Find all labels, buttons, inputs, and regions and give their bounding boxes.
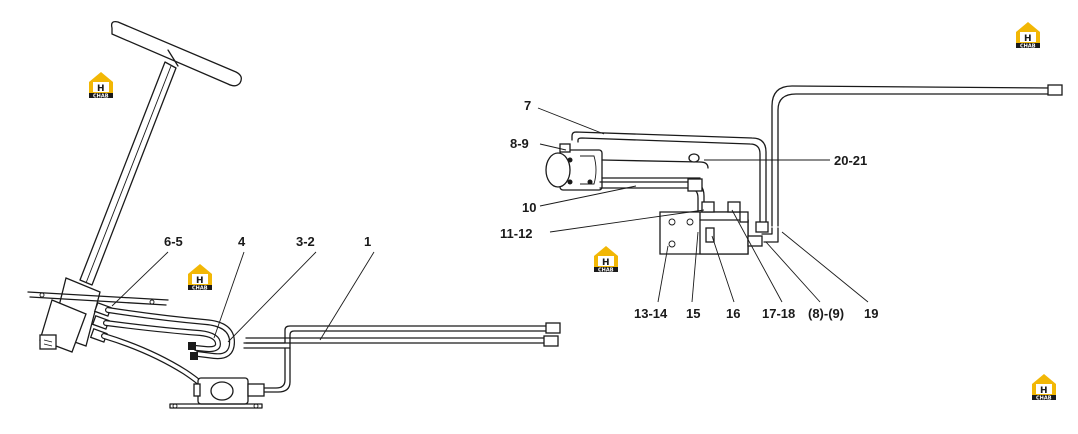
svg-text:H: H: [196, 276, 204, 286]
leaders-left: [111, 251, 375, 343]
label-11-12: 11-12: [500, 226, 533, 241]
tube-line-7: [571, 131, 769, 233]
priority-valve: [169, 377, 265, 409]
label-17-18: 17-18: [762, 306, 795, 321]
svg-text:H: H: [97, 84, 105, 94]
svg-text:CHAB: CHAB: [192, 286, 208, 292]
svg-text:CHAB: CHAB: [1036, 396, 1052, 402]
svg-text:CHAB: CHAB: [1020, 44, 1036, 50]
label-19: 19: [864, 306, 878, 321]
label-8-9-ref: (8)-(9): [808, 306, 844, 321]
label-7: 7: [524, 98, 531, 113]
tube-line-1: [243, 322, 561, 393]
svg-text:CHAB: CHAB: [598, 268, 614, 274]
steering-unit: [27, 277, 169, 353]
label-20-21: 20-21: [834, 153, 867, 168]
svg-text:H: H: [1040, 386, 1048, 396]
label-15: 15: [686, 306, 700, 321]
label-10: 10: [522, 200, 536, 215]
cylinder: [545, 143, 709, 191]
leaders-right: [537, 107, 869, 303]
svg-text:H: H: [602, 258, 610, 268]
svg-text:CHAB: CHAB: [93, 94, 109, 100]
label-13-14: 13-14: [634, 306, 668, 321]
label-16: 16: [726, 306, 740, 321]
label-3-2: 3-2: [296, 234, 315, 249]
logo-watermark-4: H CHAB: [1016, 22, 1040, 50]
label-6-5: 6-5: [164, 234, 183, 249]
logo-watermark-5: H CHAB: [1032, 374, 1056, 402]
svg-text:H: H: [1024, 34, 1032, 44]
logo-watermark-3: H CHAB: [594, 246, 618, 274]
steering-wheel: [79, 20, 242, 286]
label-1: 1: [364, 234, 371, 249]
tube-line-10: [599, 178, 705, 213]
hose-group-left: [101, 307, 235, 391]
logo-watermark-1: H CHAB: [89, 72, 113, 100]
valve-block: [659, 201, 763, 255]
logo-watermark-2: H CHAB: [188, 264, 212, 292]
tube-line-19: [761, 84, 1063, 243]
callout-labels: 1 3-2 4 6-5 7 8-9 20-21 10 11-12 13-14 1…: [164, 98, 878, 321]
label-8-9: 8-9: [510, 136, 529, 151]
label-4: 4: [238, 234, 246, 249]
